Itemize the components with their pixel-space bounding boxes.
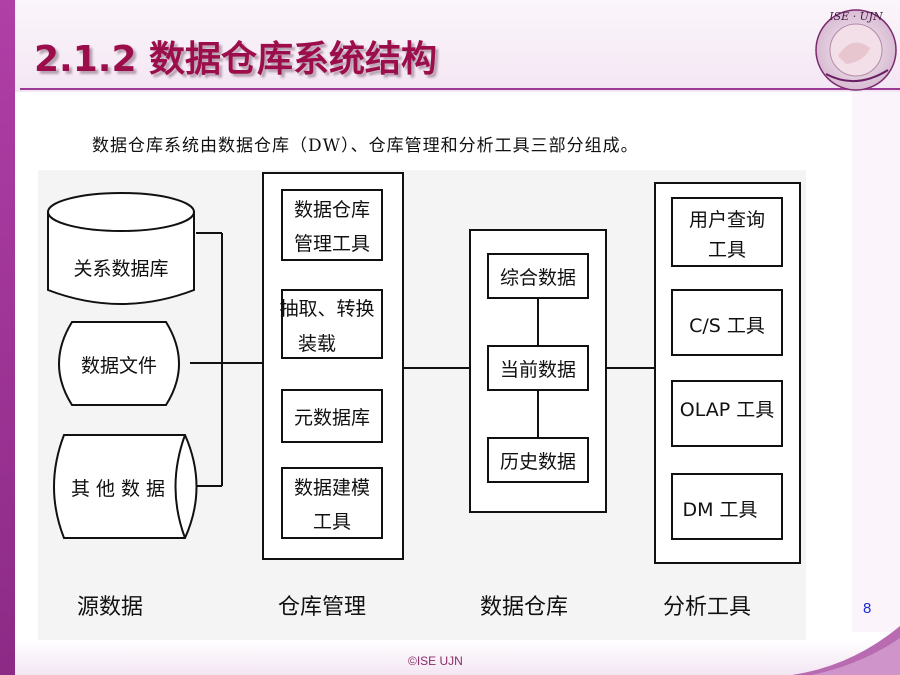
page-number: 8 bbox=[863, 600, 872, 617]
source-data-files: 数据文件 bbox=[58, 321, 180, 406]
title-divider bbox=[20, 88, 900, 90]
svg-text:用户查询: 用户查询 bbox=[689, 209, 765, 231]
corner-decor bbox=[792, 626, 900, 675]
svg-text:C/S 工具: C/S 工具 bbox=[689, 315, 765, 337]
svg-text:抽取、转换: 抽取、转换 bbox=[279, 298, 374, 320]
caption-source-data: 源数据 bbox=[77, 595, 143, 620]
data-warehouse-items: 综合数据 当前数据 历史数据 bbox=[487, 253, 589, 483]
footer-copyright: ©ISE UJN bbox=[408, 654, 463, 668]
caption-warehouse-mgmt: 仓库管理 bbox=[278, 595, 366, 620]
svg-text:工具: 工具 bbox=[708, 239, 746, 261]
caption-analysis-tools: 分析工具 bbox=[663, 595, 751, 620]
caption-data-warehouse: 数据仓库 bbox=[480, 595, 568, 620]
svg-text:当前数据: 当前数据 bbox=[500, 359, 576, 381]
right-decor-strip bbox=[852, 92, 900, 632]
svg-text:ISE · UJN: ISE · UJN bbox=[828, 10, 883, 23]
left-accent-bar bbox=[0, 0, 15, 675]
svg-text:OLAP 工具: OLAP 工具 bbox=[680, 399, 774, 421]
source-item-label: 数据文件 bbox=[81, 355, 157, 377]
analysis-tools-items: 用户查询 工具 C/S 工具 OLAP 工具 DM 工具 bbox=[671, 197, 783, 540]
source-connectors bbox=[190, 232, 263, 487]
svg-text:装载: 装载 bbox=[298, 333, 336, 355]
bottom-band bbox=[15, 640, 900, 675]
warehouse-mgmt-items: 数据仓库 管理工具 抽取、转换 装载 元数据库 数据建模 工具 bbox=[279, 189, 383, 539]
title-band bbox=[0, 0, 900, 92]
svg-text:DM 工具: DM 工具 bbox=[682, 499, 757, 521]
svg-text:历史数据: 历史数据 bbox=[500, 451, 576, 473]
source-other-data: 其 他 数 据 bbox=[53, 434, 198, 539]
source-item-label: 其 他 数 据 bbox=[71, 478, 165, 500]
svg-text:工具: 工具 bbox=[313, 511, 351, 533]
svg-text:元数据库: 元数据库 bbox=[294, 407, 370, 429]
source-item-label: 关系数据库 bbox=[73, 258, 168, 280]
svg-text:数据仓库: 数据仓库 bbox=[294, 199, 370, 221]
svg-text:综合数据: 综合数据 bbox=[500, 267, 576, 289]
source-relational-db: 关系数据库 bbox=[47, 192, 195, 305]
page-title: 2.1.2 数据仓库系统结构 bbox=[34, 39, 438, 80]
svg-text:数据建模: 数据建模 bbox=[294, 477, 370, 499]
diagram-description: 数据仓库系统由数据仓库（DW）、仓库管理和分析工具三部分组成。 bbox=[92, 136, 639, 156]
svg-text:管理工具: 管理工具 bbox=[294, 233, 370, 255]
ise-ujn-logo-icon: ISE · UJN bbox=[815, 9, 897, 91]
